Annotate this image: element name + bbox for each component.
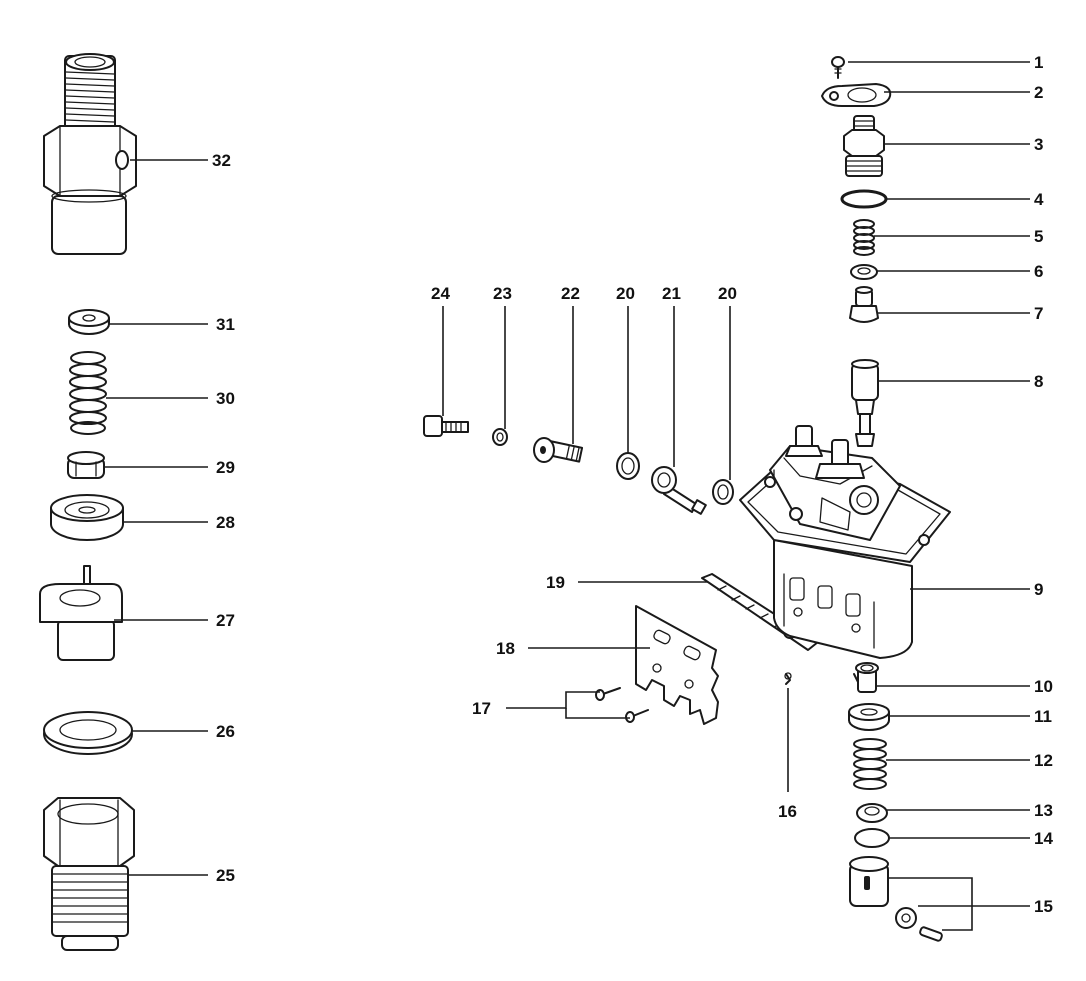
callout-2: 2 — [1034, 83, 1043, 102]
callout-11: 11 — [1034, 707, 1052, 726]
callout-21: 21 — [662, 284, 681, 303]
part-9-pump-body — [739, 425, 951, 659]
part-14-shim — [854, 828, 890, 848]
part-31-washer — [68, 309, 110, 335]
callout-30: 30 — [216, 389, 235, 408]
part-11-spring-seat — [848, 703, 890, 731]
callout-labels: 1 2 3 4 5 6 7 8 9 10 11 12 13 14 15 16 1… — [212, 53, 1053, 916]
part-20-seal-ring-a — [616, 452, 640, 480]
callout-6: 6 — [1034, 262, 1043, 281]
callout-20a: 20 — [616, 284, 635, 303]
part-10-tappet-guide — [853, 662, 879, 693]
callout-1: 1 — [1034, 53, 1043, 72]
part-22-banjo-bolt — [533, 437, 584, 463]
part-18-cover-plate — [635, 605, 719, 725]
callout-9: 9 — [1034, 580, 1043, 599]
part-30-spring — [69, 351, 107, 435]
callout-29: 29 — [216, 458, 235, 477]
callout-20b: 20 — [718, 284, 737, 303]
part-27-nozzle-body — [39, 565, 123, 661]
part-20-seal-ring-b — [712, 479, 734, 505]
part-24-bolt — [423, 415, 469, 437]
callout-16: 16 — [778, 802, 797, 821]
callout-10: 10 — [1034, 677, 1053, 696]
part-1-screw — [831, 56, 845, 79]
part-29-cap — [67, 451, 105, 479]
callout-4: 4 — [1034, 190, 1044, 209]
callout-7: 7 — [1034, 304, 1043, 323]
callout-27: 27 — [216, 611, 235, 630]
callout-12: 12 — [1034, 751, 1053, 770]
callout-17: 17 — [472, 699, 491, 718]
part-15-tappet-roller — [849, 856, 943, 942]
callout-31: 31 — [216, 315, 235, 334]
part-17-screws — [595, 687, 649, 723]
part-4-o-ring — [840, 189, 888, 209]
part-25-retaining-nut — [43, 797, 135, 951]
callout-18: 18 — [496, 639, 515, 658]
callout-22: 22 — [561, 284, 580, 303]
part-6-washer — [850, 264, 878, 280]
part-8-plunger — [851, 359, 879, 447]
callout-15: 15 — [1034, 897, 1053, 916]
part-23-washer — [492, 428, 508, 446]
part-21-banjo-fitting — [651, 466, 707, 515]
part-12-plunger-spring — [853, 738, 887, 790]
part-7-delivery-valve — [849, 286, 879, 323]
callout-8: 8 — [1034, 372, 1043, 391]
part-13-lower-seat — [856, 803, 888, 823]
callout-24: 24 — [431, 284, 450, 303]
callout-14: 14 — [1034, 829, 1053, 848]
callout-13: 13 — [1034, 801, 1053, 820]
callout-23: 23 — [493, 284, 512, 303]
leader-lines — [104, 61, 1030, 931]
callout-26: 26 — [216, 722, 235, 741]
callout-28: 28 — [216, 513, 235, 532]
part-3-valve-holder — [843, 115, 885, 177]
part-26-ring-washer — [43, 711, 133, 755]
callout-19: 19 — [546, 573, 565, 592]
part-2-lock-plate — [821, 83, 892, 107]
callout-32: 32 — [212, 151, 231, 170]
callout-25: 25 — [216, 866, 235, 885]
part-32-threaded-adapter — [43, 53, 137, 255]
part-5-small-spring — [853, 219, 875, 256]
callout-3: 3 — [1034, 135, 1043, 154]
part-28-spring-seat — [50, 494, 124, 541]
callout-5: 5 — [1034, 227, 1043, 246]
part-16-pin — [784, 672, 792, 685]
